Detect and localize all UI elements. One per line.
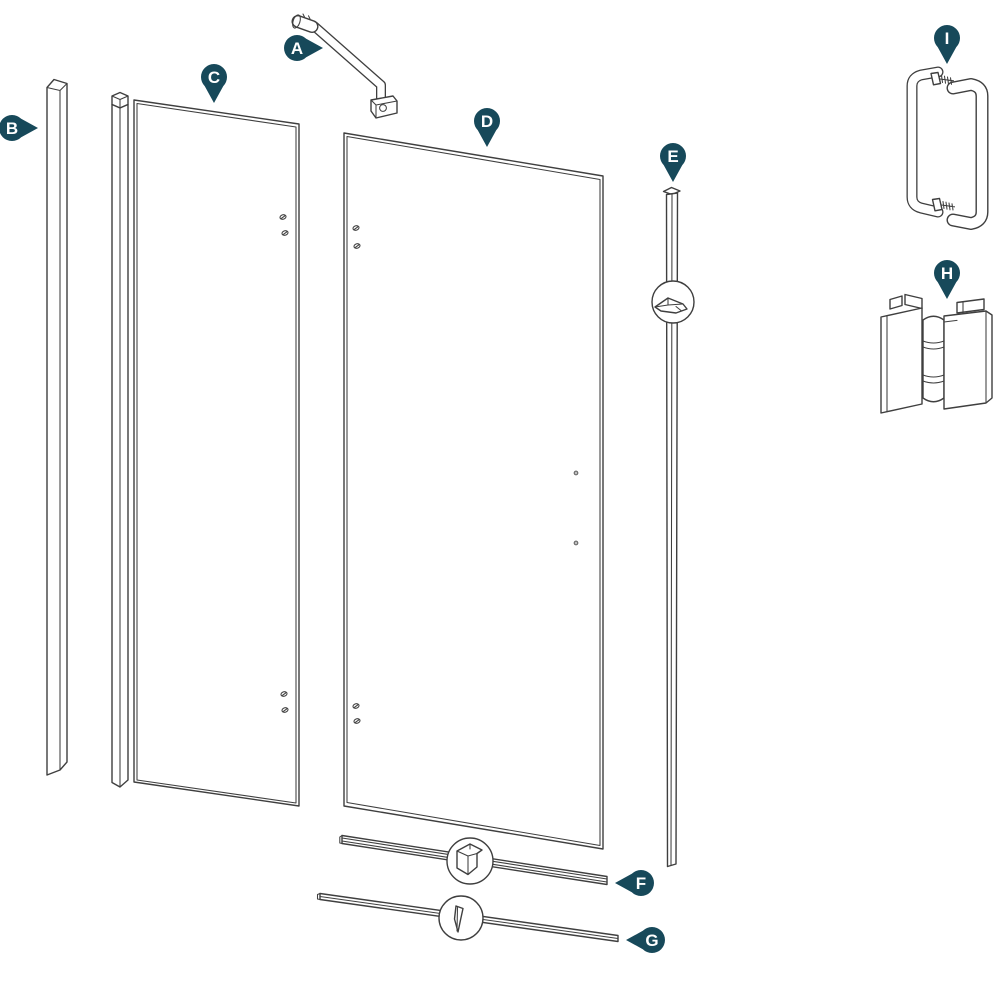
label-letter: C: [208, 68, 220, 87]
profile-cap-edges: [111, 95, 129, 109]
sweep-end-cap: [316, 892, 321, 901]
seal-cross-section-edges: [456, 843, 478, 876]
profile-outline: [46, 78, 68, 776]
label-marker: [660, 143, 686, 182]
right-clamp-edges: [943, 301, 987, 404]
screw-thread: [940, 200, 956, 211]
label-marker: [474, 108, 500, 147]
outer-handle-fill: [947, 79, 988, 229]
glass-clamp-edges: [370, 99, 398, 119]
glass-clamp: [370, 95, 398, 119]
label-letter: E: [667, 147, 678, 166]
clamp-hole: [379, 104, 387, 112]
label-letter: A: [291, 39, 303, 58]
handle-hole: [573, 470, 579, 476]
bracket-screw-marks: [302, 13, 311, 20]
label-d: D: [474, 108, 500, 147]
hinge-pin-cylinder: [922, 315, 945, 403]
label-letter: B: [6, 119, 18, 138]
label-marker: [934, 25, 961, 64]
left-clamp-plate: [889, 295, 903, 310]
label-letter: F: [636, 874, 646, 893]
label-marker: [626, 927, 665, 953]
sweep-cross-section-edge: [456, 906, 459, 932]
label-marker: [284, 35, 323, 62]
label-letter: D: [481, 112, 493, 131]
label-marker: [934, 260, 961, 299]
label-marker: [0, 115, 38, 141]
glass-panel: [343, 132, 604, 850]
part-d-door-panel: [343, 132, 604, 850]
label-c: C: [201, 64, 227, 103]
part-b-wall-profile: [46, 78, 68, 776]
part-f-bottom-seal: [339, 834, 608, 886]
label-i: I: [934, 25, 961, 64]
glass-thickness: [346, 135, 601, 847]
right-clamp-plate: [956, 298, 985, 314]
left-clamp-plate: [904, 293, 923, 310]
label-marker: [201, 64, 227, 103]
label-g: G: [626, 927, 665, 953]
label-h: H: [934, 260, 961, 299]
seal-cross-section: [456, 843, 483, 876]
screw-thread: [939, 74, 955, 85]
hinge-pin-bands: [922, 340, 945, 384]
glass-thickness: [136, 102, 297, 804]
part-h-hinge: [880, 293, 993, 414]
label-b: B: [0, 115, 38, 141]
label-a: A: [284, 35, 323, 62]
label-f: F: [615, 870, 654, 896]
profile-edges: [46, 82, 68, 771]
part-g-bottom-sweep: [316, 892, 619, 943]
label-letter: I: [945, 29, 950, 48]
seal-cross-section-edges: [654, 297, 684, 312]
handle-hole: [573, 540, 579, 546]
part-i-door-handle: [906, 66, 989, 230]
left-clamp-block: [880, 307, 923, 414]
screw-boss: [930, 71, 942, 86]
label-marker: [615, 870, 654, 896]
part-c-fixed-panel: [111, 91, 300, 807]
inner-handle-fill: [907, 67, 943, 217]
glass-panel: [133, 99, 300, 807]
label-letter: H: [941, 264, 953, 283]
part-e-seal-strip: [651, 186, 695, 868]
bracket-end-cap: [292, 14, 301, 29]
screw-boss: [931, 197, 943, 212]
right-clamp-block: [943, 310, 993, 410]
label-e: E: [660, 143, 686, 182]
label-letter: G: [645, 931, 658, 950]
rail-end-cap: [339, 834, 343, 845]
part-a-support-bar: [291, 13, 398, 119]
bar-tube-fill: [310, 22, 385, 103]
